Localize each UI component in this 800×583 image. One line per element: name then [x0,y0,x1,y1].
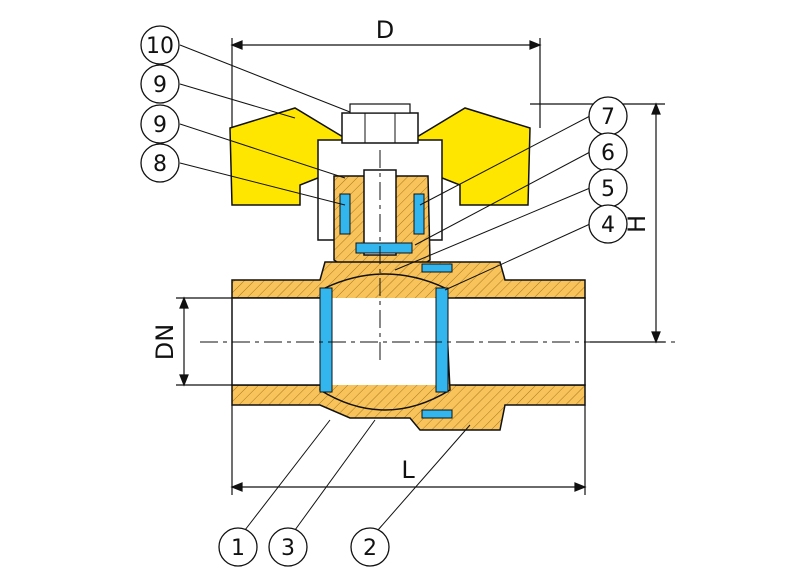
dimension-D [230,38,542,128]
callout-7: 7 [419,96,628,206]
svg-text:3: 3 [281,536,295,561]
body-oring-top [421,263,453,273]
callout-4: 4 [444,204,628,291]
svg-text:5: 5 [601,177,615,202]
dimension-DN-label: DN [151,324,179,360]
callout-1: 1 [218,419,331,567]
svg-text:8: 8 [153,152,167,177]
svg-text:4: 4 [601,213,615,238]
callout-2: 2 [350,424,471,567]
stem-seal-ring [355,242,413,254]
svg-text:7: 7 [601,105,615,130]
svg-text:2: 2 [363,536,377,561]
svg-text:9: 9 [153,113,167,138]
packing-seal-left [339,193,351,235]
seat-right [435,287,449,393]
svg-text:10: 10 [146,34,174,59]
callout-9-upper: 9 [140,64,296,119]
dimension-L-label: L [401,456,415,484]
svg-text:1: 1 [231,536,245,561]
dimension-D-label: D [376,16,394,44]
packing-seal-right [413,193,425,235]
callout-8: 8 [140,143,346,206]
body-oring-bottom [421,409,453,419]
callout-9-lower: 9 [140,104,346,179]
svg-text:6: 6 [601,141,615,166]
seat-left [319,287,333,393]
dimension-H-label: H [623,215,651,233]
hex-nut [341,103,419,144]
dimension-L [230,405,587,495]
dimension-DN [176,296,232,387]
callout-3: 3 [268,419,376,567]
svg-text:9: 9 [153,73,167,98]
callout-10: 10 [140,25,351,113]
